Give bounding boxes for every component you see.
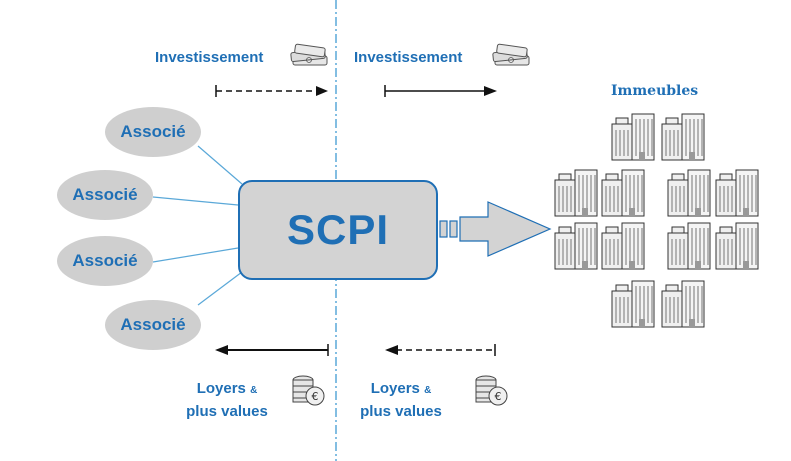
connector-line bbox=[152, 196, 239, 206]
immeubles-label: Immeubles bbox=[611, 83, 699, 99]
associe-bubble-1: Associé bbox=[105, 107, 201, 157]
investissement-label-right: Investissement bbox=[354, 49, 463, 66]
building-icon bbox=[611, 280, 655, 328]
arrow-invest-left bbox=[215, 85, 328, 97]
building-icon bbox=[715, 222, 759, 270]
loyers-text: Loyers bbox=[370, 380, 420, 397]
associe-bubble-2: Associé bbox=[57, 170, 153, 220]
investissement-label-left: Investissement bbox=[155, 49, 264, 66]
scpi-box: SCPI bbox=[238, 180, 438, 280]
building-icon bbox=[661, 113, 705, 161]
money-stack-icon bbox=[492, 43, 530, 66]
svg-text:€: € bbox=[495, 390, 502, 403]
building-icon bbox=[554, 222, 598, 270]
loyers-text: Loyers bbox=[196, 380, 246, 397]
scpi-to-immeubles-arrow bbox=[439, 201, 552, 257]
building-icon bbox=[611, 113, 655, 161]
euro-coins-icon: € bbox=[292, 375, 325, 406]
loyers-label-left: Loyers & plus values bbox=[172, 378, 282, 422]
plus-values-text: plus values bbox=[186, 403, 268, 420]
euro-coins-icon: € bbox=[475, 375, 508, 406]
building-icon bbox=[667, 169, 711, 217]
building-icon bbox=[715, 169, 759, 217]
ampersand: & bbox=[250, 385, 258, 396]
associe-bubble-3: Associé bbox=[57, 236, 153, 286]
svg-text:€: € bbox=[312, 390, 319, 403]
building-icon bbox=[661, 280, 705, 328]
connector-line bbox=[152, 247, 239, 263]
associe-bubble-4: Associé bbox=[105, 300, 201, 350]
building-icon bbox=[601, 222, 645, 270]
arrow-loyers-left bbox=[215, 344, 329, 356]
loyers-label-right: Loyers & plus values bbox=[346, 378, 456, 422]
building-icon bbox=[601, 169, 645, 217]
arrow-loyers-right bbox=[385, 344, 496, 356]
plus-values-text: plus values bbox=[360, 403, 442, 420]
building-icon bbox=[667, 222, 711, 270]
connector-line bbox=[197, 145, 243, 185]
building-icon bbox=[554, 169, 598, 217]
money-stack-icon bbox=[290, 43, 328, 66]
arrow-invest-right bbox=[384, 85, 497, 97]
ampersand: & bbox=[424, 385, 432, 396]
connector-line bbox=[197, 271, 243, 306]
